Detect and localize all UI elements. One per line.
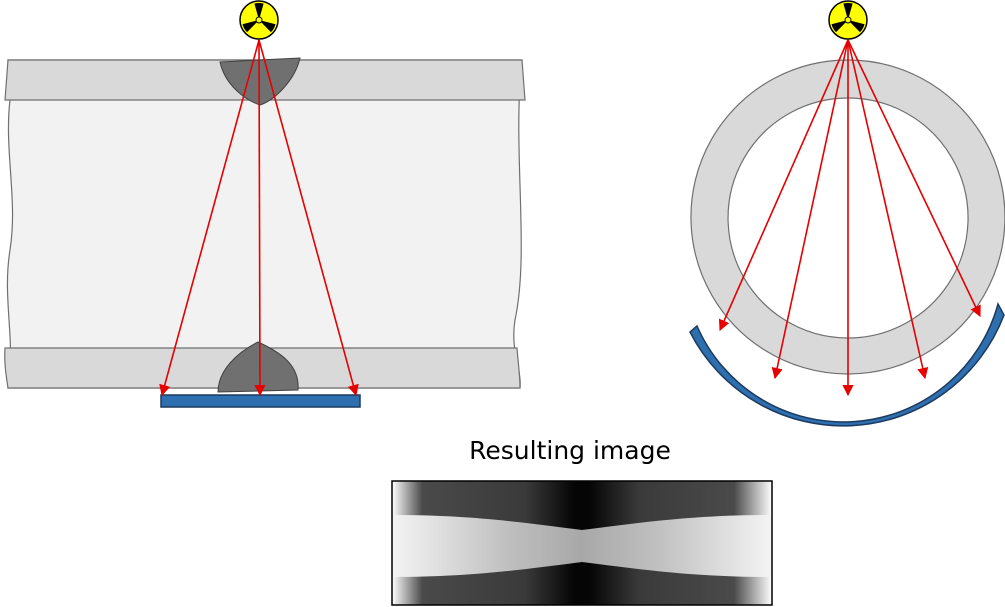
ray xyxy=(847,39,929,380)
radiation-source-icon xyxy=(239,0,279,40)
curved-film xyxy=(689,302,1005,427)
pipe-interior xyxy=(6,59,523,389)
pipe-cross-section-view xyxy=(689,0,1005,427)
film-strip xyxy=(160,394,361,408)
pipe-section-view xyxy=(4,0,526,408)
pipe-ring xyxy=(690,59,1005,375)
radiation-rays-right xyxy=(718,39,981,397)
radiation-rays-left xyxy=(159,39,359,397)
ray xyxy=(254,39,266,397)
radiation-source-icon xyxy=(828,0,868,40)
ray xyxy=(718,39,849,332)
radiograph-center-band xyxy=(392,515,772,577)
radiograph-frame xyxy=(391,480,773,606)
ray xyxy=(847,39,981,318)
ray xyxy=(258,39,359,397)
ray xyxy=(771,39,849,380)
resulting-image-caption: Resulting image xyxy=(469,436,671,465)
ray xyxy=(159,39,260,397)
resulting-radiograph xyxy=(391,480,773,606)
weld-top xyxy=(219,57,301,106)
